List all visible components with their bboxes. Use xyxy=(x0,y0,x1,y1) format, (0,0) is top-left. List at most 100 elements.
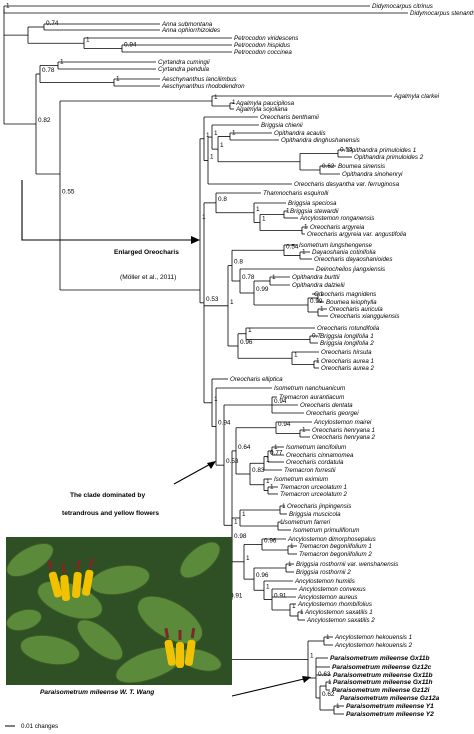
support-value: 1 xyxy=(310,653,314,660)
paraisometrum-arrow xyxy=(231,677,309,697)
flower xyxy=(71,559,82,598)
taxon-label: Aeschynanthus rhododendron xyxy=(161,83,245,90)
taxon-label: Ancylostemon convexus xyxy=(298,586,366,593)
taxon-label: Deinocheilos jiangxiensis xyxy=(316,266,385,273)
taxon-label: Agalmyla sojoliana xyxy=(235,106,288,113)
taxon-label: Ancylostemon dimorphosepalus xyxy=(287,536,376,543)
oreocharis-arrow xyxy=(21,180,198,241)
support-value: 0.96 xyxy=(256,572,269,579)
taxon-label: Tremacron begoniifolium 2 xyxy=(299,551,372,558)
taxon-label: Ancylostemon rhombifolius xyxy=(297,601,372,608)
taxon-label: Oreocharis auricula xyxy=(329,306,383,313)
flower xyxy=(82,557,94,596)
support-value: 1 xyxy=(272,274,276,281)
taxon-label: Paraisometrum mileense Gx11b xyxy=(333,672,433,679)
enlarged-oreocharis-reference: (Möller et al., 2011) xyxy=(120,274,176,281)
support-value: 1 xyxy=(214,130,218,137)
support-values: 10.740.9411110.7810.820.5510.540.6211111… xyxy=(6,3,353,711)
taxon-label: Tremacron urceolatum 2 xyxy=(280,491,347,498)
taxon-label: Opithandra sinohenryi xyxy=(342,171,403,178)
leaf xyxy=(137,595,203,645)
support-value: 1 xyxy=(214,94,218,101)
taxon-label: Paraisometrum mileense Gx11h xyxy=(333,679,433,686)
taxon-label: Dayaoshania cotinifolia xyxy=(312,249,376,256)
oreocharis-arrow-head xyxy=(191,236,200,244)
support-value: 1 xyxy=(270,484,274,491)
taxon-label: Ancylostemon aureus xyxy=(297,594,358,601)
flower xyxy=(47,560,62,598)
support-value: 1 xyxy=(116,76,120,83)
enlarged-oreocharis-label: Enlarged Oreocharis xyxy=(114,249,179,256)
taxon-label: Oreocharis dentata xyxy=(300,402,353,409)
taxon-label: Briggsia muscicola xyxy=(289,511,341,518)
taxon-label: Paraisometrum mileense Gz12a xyxy=(340,695,440,702)
support-value: 1 xyxy=(266,583,270,590)
support-value: 1 xyxy=(86,36,90,43)
taxon-label: Oreocharis elliptica xyxy=(230,376,283,383)
taxon-label: Opithandra primuloides 2 xyxy=(354,154,424,161)
taxon-label: Boumea sinensis xyxy=(338,163,385,170)
taxon-label: Ancylostemon saxatilis 1 xyxy=(304,609,373,616)
taxon-label: Briggsia rosthornii var. wenshanensis xyxy=(296,561,398,568)
flower xyxy=(164,627,176,666)
taxon-label: Tremacron begoniifolium 1 xyxy=(299,543,372,550)
support-value: 1 xyxy=(266,456,270,463)
taxon-label: Tremacron aurantiacum xyxy=(279,394,344,401)
support-value: 0.55 xyxy=(62,189,75,196)
support-value: 0.53 xyxy=(226,458,239,465)
support-value: 1 xyxy=(248,327,252,334)
taxon-label: Petrocodon viridescens xyxy=(234,35,298,42)
taxon-label: Oreocharis jinpingensis xyxy=(287,503,351,510)
support-value: 0.83 xyxy=(252,467,265,474)
support-value: 0.77 xyxy=(270,450,283,457)
support-value: 1 xyxy=(202,214,206,221)
support-value: 0.78 xyxy=(242,274,255,281)
support-value: 1 xyxy=(328,679,332,686)
taxon-label: Tremacron urceolatum 1 xyxy=(280,484,347,491)
tetrandrous-arrow-head xyxy=(207,461,216,469)
taxon-label: Briggsia speciosa xyxy=(288,200,337,207)
taxon-label: Opithandra dinghushanensis xyxy=(281,137,360,144)
support-value: 0.96 xyxy=(264,538,277,545)
taxon-label: Isometrum eximium xyxy=(274,476,328,483)
taxon-label: Oreocharis aurea 2 xyxy=(321,365,375,372)
support-value: 1 xyxy=(6,3,10,10)
taxon-label: Opithandra dalzielii xyxy=(292,282,345,289)
support-value: 0.64 xyxy=(238,444,251,451)
support-value: 1 xyxy=(242,511,246,518)
enlarged-oreocharis-annotation: Enlarged Oreocharis (Möller et al., 2011… xyxy=(114,249,179,281)
support-value: 0.74 xyxy=(46,20,59,27)
leaf xyxy=(179,541,221,579)
taxon-label: Isometrum nanchuanicum xyxy=(274,385,345,392)
support-value: 0.7 xyxy=(312,333,321,340)
support-value: 1 xyxy=(302,249,306,256)
support-value: 0.94 xyxy=(218,420,231,427)
taxon-label: Ancylostemon humilis xyxy=(294,578,355,585)
taxon-label: Anna ophiorrhizoides xyxy=(161,27,220,34)
taxon-label: Thamnocharis esquirolli xyxy=(263,190,329,197)
taxon-label: Agalmyla paucipilosa xyxy=(235,100,295,107)
support-value: 1 xyxy=(234,518,238,525)
tetrandrous-clade-line-1: The clade dominated by xyxy=(70,492,145,499)
paraisometrum-photo xyxy=(5,537,232,685)
support-value: 0.82 xyxy=(38,117,51,124)
taxon-label: Briggsia longifolia 1 xyxy=(320,333,374,340)
support-value: 1 xyxy=(246,555,250,562)
taxon-label: Oreocharis henryana 1 xyxy=(312,427,375,434)
support-value: 0.62 xyxy=(322,691,335,698)
taxon-label: Ancylostemon ronganensis xyxy=(299,215,374,222)
taxon-label: Aeschynanthus lancilimbus xyxy=(161,76,237,83)
support-value: 0.91 xyxy=(230,593,243,600)
support-value: 1 xyxy=(210,154,214,161)
taxon-label: Briggsia rosthornii 2 xyxy=(296,569,351,576)
support-value: 0.91 xyxy=(274,593,287,600)
support-value: 0.53 xyxy=(206,296,219,303)
support-value: 1 xyxy=(282,503,286,510)
taxon-label: Oreocharis rotundifolia xyxy=(317,325,380,332)
taxon-label: Paraisometrum mileense Gx11b xyxy=(330,655,430,662)
taxon-label: Oreocharis benthamii xyxy=(260,114,319,121)
taxon-label: Isometrum farreri xyxy=(283,519,331,526)
support-value: 1 xyxy=(274,444,278,451)
taxon-label: Briggsia chienii xyxy=(261,122,303,129)
